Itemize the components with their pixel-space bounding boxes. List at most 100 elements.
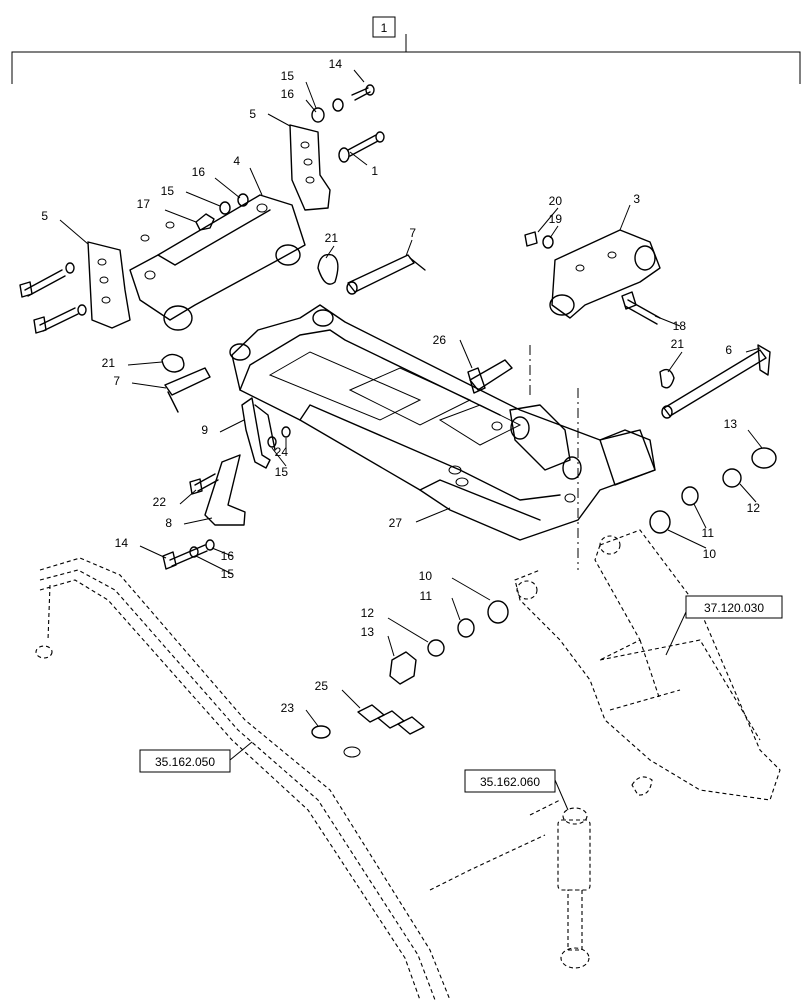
callout-leader-18	[654, 315, 681, 327]
callout-leader-16	[211, 547, 233, 557]
callout-leader-12	[387, 617, 429, 643]
callout-leader-21	[325, 245, 335, 259]
reference-box-35-162-060[interactable]	[464, 769, 556, 793]
callout-leader-27	[415, 507, 451, 523]
reference-box-37-120-030[interactable]	[685, 595, 783, 619]
main-frame-part	[229, 304, 656, 541]
hydraulic-hoses-ghost	[35, 557, 451, 1000]
callout-number-11[interactable]: 11	[702, 526, 715, 540]
callout-number-15[interactable]: 15	[161, 184, 175, 198]
reference-text-37-120-030: 37.120.030	[704, 601, 764, 615]
callout-number-5[interactable]: 5	[41, 209, 48, 223]
callout-leader-15	[195, 555, 233, 575]
callout-leader-16	[214, 177, 241, 199]
callout-leader-19	[549, 225, 559, 239]
callout-leader-6	[745, 347, 761, 353]
callout-number-21[interactable]: 21	[102, 356, 116, 370]
callout-leader-14	[353, 69, 365, 83]
callout-leader-23	[305, 709, 319, 727]
callout-number-19[interactable]: 19	[549, 212, 563, 226]
callout-number-25[interactable]: 25	[315, 679, 329, 693]
callout-leader-11	[451, 597, 461, 621]
callout-number-15[interactable]: 15	[221, 567, 235, 581]
callout-leader-9	[219, 419, 245, 433]
reference-box-35-162-050[interactable]	[139, 749, 231, 773]
linch-pin-part-21	[161, 253, 675, 389]
hydraulic-cylinder-ghost	[429, 799, 591, 969]
callout-number-14[interactable]: 14	[115, 536, 129, 550]
callout-number-10[interactable]: 10	[419, 569, 433, 583]
callout-leader-1	[349, 151, 368, 166]
callout-number-23[interactable]: 23	[281, 701, 295, 715]
callout-number-21[interactable]: 21	[325, 231, 339, 245]
callout-number-7[interactable]: 7	[409, 226, 416, 240]
callout-leader-4	[249, 167, 263, 196]
callout-number-7[interactable]: 7	[113, 374, 120, 388]
pin-part-7	[164, 254, 426, 413]
pin-part-6	[661, 344, 771, 419]
callout-leader-13	[747, 429, 763, 449]
callout-number-3[interactable]: 3	[633, 192, 640, 206]
callout-number-17[interactable]: 17	[137, 197, 151, 211]
callout-leader-15	[271, 447, 287, 467]
callout-number-5[interactable]: 5	[249, 107, 256, 121]
callout-leader-5	[267, 113, 291, 127]
callout-number-16[interactable]: 16	[281, 87, 295, 101]
callout-number-14[interactable]: 14	[329, 57, 343, 71]
callout-number-9[interactable]: 9	[201, 423, 208, 437]
callout-leader-10	[451, 577, 491, 601]
callout-number-8[interactable]: 8	[165, 516, 172, 530]
loader-arm-ghost	[514, 529, 781, 801]
reference-text-35-162-050: 35.162.050	[155, 755, 215, 769]
callout-leader-22	[179, 489, 197, 505]
bracket-part-3	[549, 229, 661, 319]
callout-number-15[interactable]: 15	[281, 69, 295, 83]
callout-leader-10	[667, 529, 707, 549]
callout-number-12[interactable]: 12	[747, 501, 761, 515]
callout-leader-7	[131, 382, 167, 389]
callout-number-15[interactable]: 15	[275, 465, 289, 479]
clip-part-9	[241, 397, 276, 469]
reference-boxes: 37.120.030 35.162.050 35.162.060	[139, 595, 783, 811]
fasteners	[19, 84, 777, 758]
callout-leader-11	[693, 503, 707, 529]
callout-number-24[interactable]: 24	[275, 445, 289, 459]
callout-number-26[interactable]: 26	[433, 333, 447, 347]
callout-number-21[interactable]: 21	[671, 337, 685, 351]
callout-number-13[interactable]: 13	[724, 417, 738, 431]
callout-leader-15	[305, 81, 317, 109]
plate-part-5	[87, 124, 331, 329]
callout-leader-20	[537, 207, 559, 233]
callout-leader-13	[387, 635, 395, 657]
callout-leader-15	[185, 191, 221, 207]
callout-number-12[interactable]: 12	[361, 606, 375, 620]
callout-leader-5	[59, 219, 89, 245]
support-part-8	[204, 454, 246, 526]
callout-number-16[interactable]: 16	[221, 549, 235, 563]
assembly-bracket: 1	[11, 16, 801, 84]
callout-number-13[interactable]: 13	[361, 625, 375, 639]
callout-number-6[interactable]: 6	[725, 343, 732, 357]
callout-number-22[interactable]: 22	[153, 495, 167, 509]
callout-leader-21	[667, 351, 683, 373]
callout-number-27[interactable]: 27	[389, 516, 403, 530]
assembly-tag-box	[372, 16, 396, 38]
callout-number-4[interactable]: 4	[233, 154, 240, 168]
callout-number-18[interactable]: 18	[673, 319, 687, 333]
callout-leader-12	[739, 483, 757, 503]
bracket-part-4	[129, 194, 306, 331]
callout-number-20[interactable]: 20	[549, 194, 563, 208]
callout-leader-3	[619, 204, 631, 231]
callout-leader-16	[305, 99, 317, 113]
callout-number-16[interactable]: 16	[192, 165, 206, 179]
chain-part-25	[357, 704, 425, 735]
callout-number-10[interactable]: 10	[703, 547, 717, 561]
callout-labels: 1 14 15 16 5 15 16 4 17 5 20 19 3 21 7 26 21 7 6 21 18 9 24 15 2…	[41, 57, 763, 727]
callout-leader-8	[183, 517, 213, 525]
callout-leader-21	[127, 361, 163, 366]
assembly-tag-label: 1	[381, 21, 388, 35]
callout-number-1[interactable]: 1	[371, 164, 378, 178]
reference-text-35-162-060: 35.162.060	[480, 775, 540, 789]
callout-number-11[interactable]: 11	[420, 589, 433, 603]
